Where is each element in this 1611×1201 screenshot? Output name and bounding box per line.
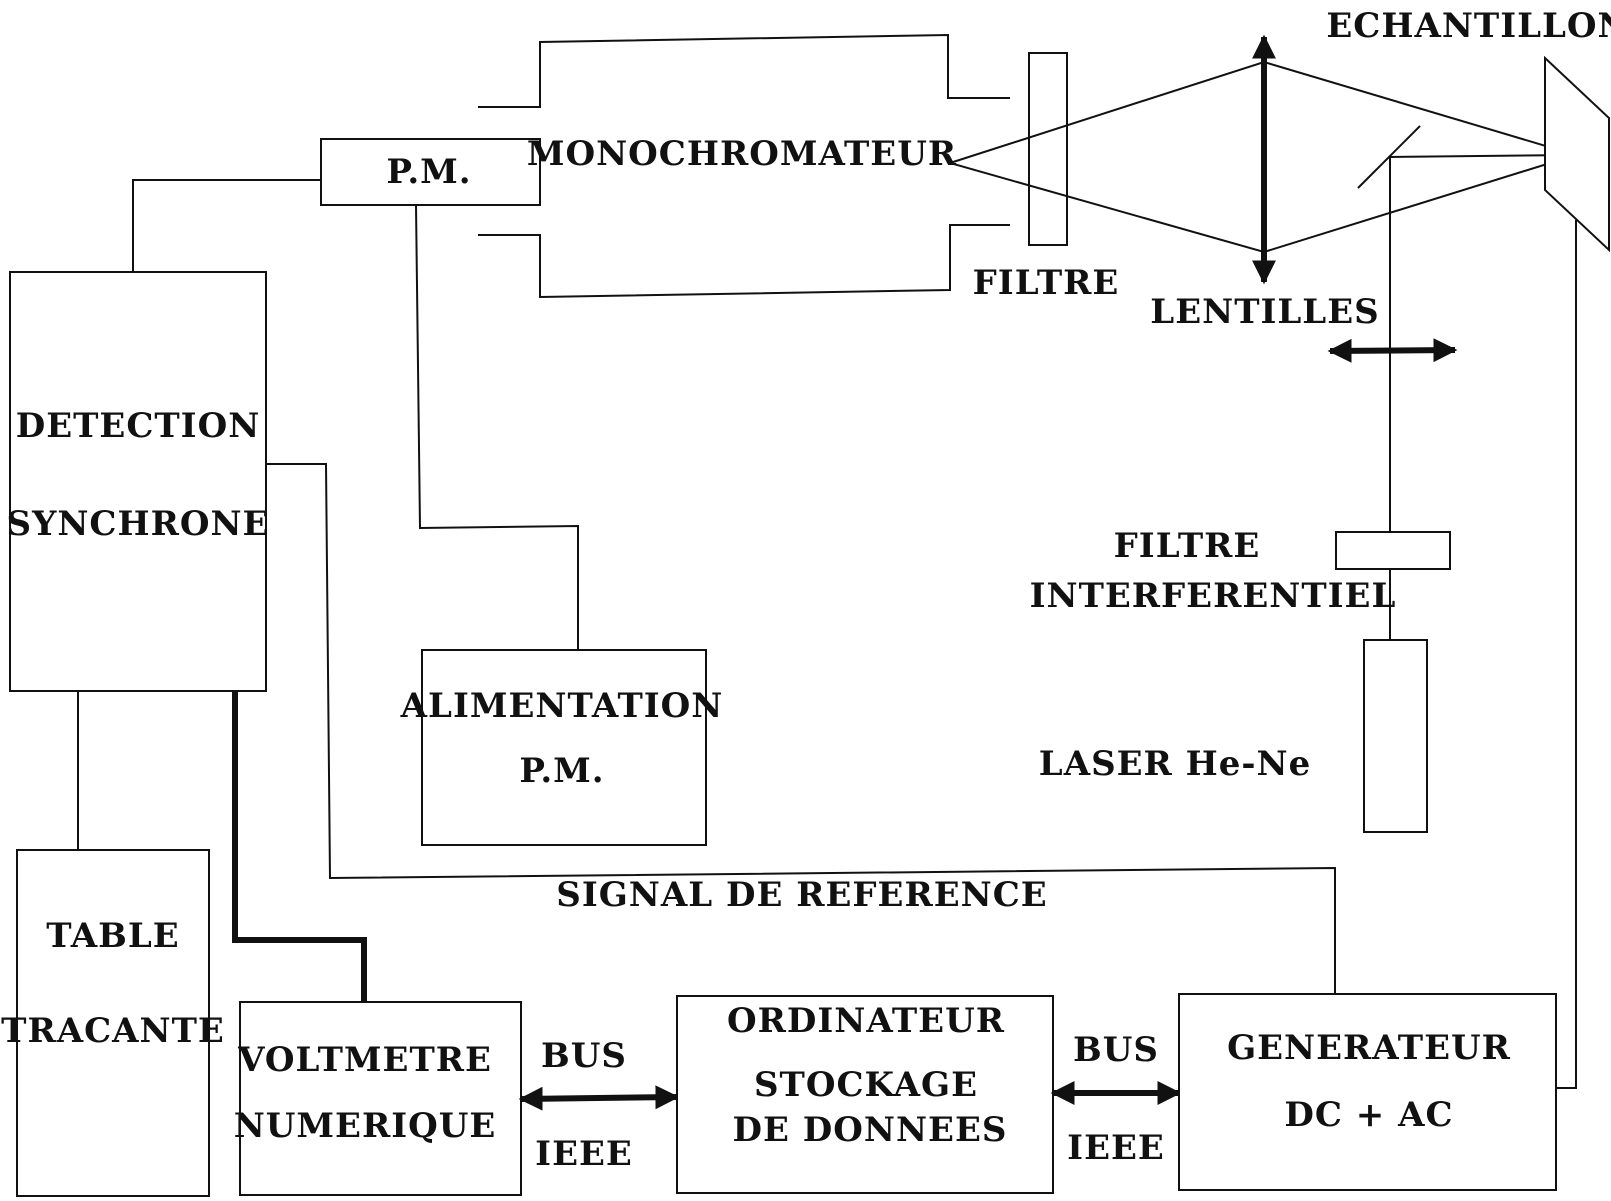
lentilles-label: LENTILLES xyxy=(1150,292,1379,332)
generateur-label: GENERATEUR xyxy=(1227,1028,1511,1068)
filtre-label: FILTRE xyxy=(973,263,1120,303)
detection-synchrone-box xyxy=(9,271,267,692)
sample-plate xyxy=(1544,55,1610,253)
bus-right-label: BUS xyxy=(1073,1030,1159,1070)
stockage-label: STOCKAGE xyxy=(754,1065,978,1105)
filtre-interferentiel-label-1: FILTRE xyxy=(1114,526,1261,566)
monochromator-housing xyxy=(478,33,1010,299)
voltmetre-label: VOLTMETRE xyxy=(237,1040,492,1080)
table-label: TABLE xyxy=(46,916,179,956)
tracante-label: TRACANTE xyxy=(1,1011,225,1051)
ieee-left-label: IEEE xyxy=(535,1134,633,1174)
numerique-label: NUMERIQUE xyxy=(234,1106,497,1146)
echantillon-label: ECHANTILLON xyxy=(1326,6,1611,46)
laser-label: LASER He-Ne xyxy=(1039,744,1311,784)
table-tracante-box xyxy=(16,849,210,1197)
monochromateur-label: MONOCHROMATEUR xyxy=(527,134,957,174)
ordinateur-label: ORDINATEUR xyxy=(727,1001,1005,1041)
ieee-bus-left xyxy=(518,1085,680,1111)
de-donnees-label: DE DONNEES xyxy=(733,1110,1008,1150)
generateur-box xyxy=(1178,993,1557,1191)
filter-plate xyxy=(1028,52,1068,246)
alimentation-pm-label: P.M. xyxy=(519,751,604,791)
ieee-right-label: IEEE xyxy=(1067,1128,1165,1168)
pm-label: P.M. xyxy=(386,152,471,192)
laser-tube xyxy=(1363,639,1428,833)
analog-output-cable xyxy=(232,691,367,1002)
synchrone-label: SYNCHRONE xyxy=(7,504,270,544)
movement-arrow xyxy=(1327,338,1458,363)
detection-label: DETECTION xyxy=(16,406,261,446)
alimentation-pm-box xyxy=(421,649,707,846)
connection-lines xyxy=(77,179,1577,1089)
dc-ac-label: DC + AC xyxy=(1284,1095,1453,1135)
interference-filter xyxy=(1335,531,1451,570)
bus-left-label: BUS xyxy=(541,1036,627,1076)
voltmetre-box xyxy=(239,1001,522,1196)
ordinateur-box xyxy=(676,995,1054,1194)
filtre-interferentiel-label-2: INTERFERENTIEL xyxy=(1030,576,1397,616)
pm-box xyxy=(320,138,541,206)
signal-reference-label: SIGNAL DE REFERENCE xyxy=(556,875,1047,915)
alimentation-label: ALIMENTATION xyxy=(400,686,724,726)
